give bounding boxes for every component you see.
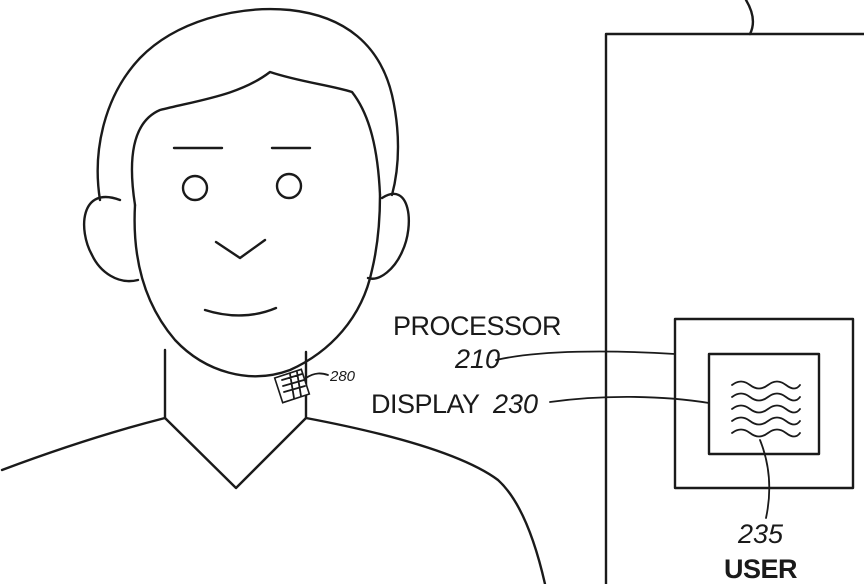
collar xyxy=(165,418,306,488)
mouth xyxy=(205,308,276,315)
display-leader xyxy=(550,397,709,403)
user-label: USER xyxy=(724,554,797,584)
device xyxy=(606,0,864,584)
processor-ref-label: 210 xyxy=(454,344,500,374)
hair-outline xyxy=(98,9,398,200)
right-shoulder xyxy=(306,418,545,584)
device-housing xyxy=(606,34,864,584)
wave-icon xyxy=(732,382,800,437)
left-eye xyxy=(183,176,207,200)
display-ref-label: 230 xyxy=(492,389,538,419)
housing-lead xyxy=(746,0,753,34)
hairline xyxy=(132,72,380,205)
user-ref-label: 235 xyxy=(737,519,784,549)
display-box xyxy=(709,354,819,454)
processor-label: PROCESSOR xyxy=(393,311,561,341)
left-ear xyxy=(84,197,138,281)
wearable-ref-label: 280 xyxy=(329,368,356,385)
left-shoulder xyxy=(2,418,165,470)
display-label: DISPLAY xyxy=(371,389,480,419)
processor-box xyxy=(675,319,853,488)
processor-leader xyxy=(496,352,675,360)
nose xyxy=(216,240,265,258)
user-leader xyxy=(760,440,769,518)
wearable-leader xyxy=(306,373,328,378)
person-figure xyxy=(2,9,545,584)
face-outline xyxy=(135,195,380,376)
right-eye xyxy=(277,174,301,198)
